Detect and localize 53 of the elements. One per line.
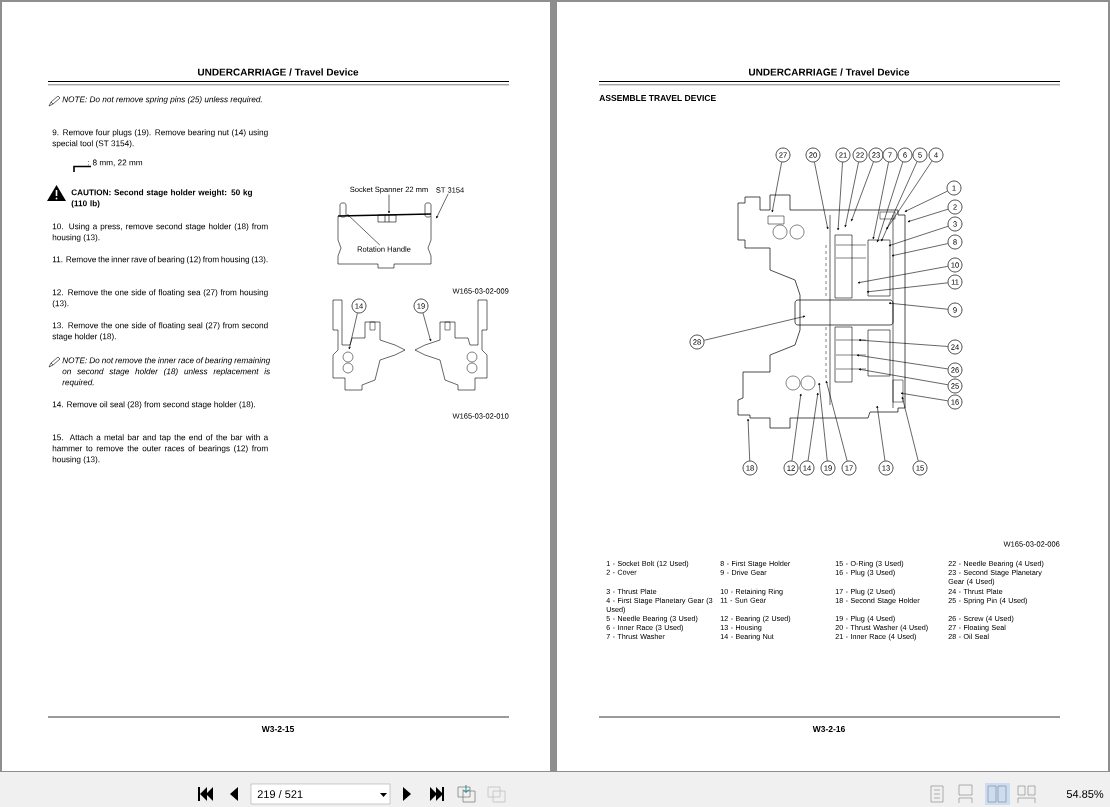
zoom-level: 54.85% (1066, 790, 1104, 798)
leader-line (904, 190, 948, 212)
holder-section-drawing (332, 299, 488, 391)
leader-line (851, 161, 874, 222)
leader-line (891, 243, 949, 257)
leader-line (814, 161, 829, 230)
leader-line (858, 368, 949, 386)
page-number: W3-2-15 (261, 726, 295, 732)
step-text: 15. Attach a metal bar and tap the end of the bar with a hammer to remove the outer races of bearings (12) from housing (13). (52, 434, 269, 464)
step-text: 10. Using a press, remove second stage holder (18) from housing (13). (52, 223, 268, 242)
size-text: : 8 mm, 22 mm (87, 159, 143, 167)
leader-line (436, 193, 449, 219)
note-text: NOTE: Do not remove the inner race of bearing remaining on second stage holder (18) unless replacement is required. (62, 357, 271, 387)
leader-line (422, 312, 432, 342)
leader-line (747, 418, 750, 461)
leader-line (825, 380, 848, 462)
leader-line (837, 162, 843, 231)
leader-line (844, 161, 859, 228)
page-heading: UNDERCARRIAGE / Travel Device (749, 68, 910, 76)
leader-line (881, 161, 918, 242)
leader-line (872, 161, 889, 240)
leader-line (703, 315, 806, 341)
section-heading: ASSEMBLE TRAVEL DEVICE (599, 95, 716, 101)
leader-line (856, 354, 949, 370)
leader-line (791, 393, 802, 462)
leader-line (888, 226, 949, 246)
leader-line (877, 161, 904, 243)
leader-line (858, 339, 948, 347)
travel-device-drawing (737, 194, 906, 429)
step-text: 14. Remove oil seal (28) from second stage holder (18). (52, 401, 255, 409)
leader-line (901, 396, 919, 462)
leader-line (886, 160, 933, 230)
step-text: 13. Remove the one side of floating seal (27) from second stage holder (18). (52, 322, 268, 341)
step-text: 11. Remove the inner rave of bearing (12) from housing (13). (52, 256, 268, 264)
leader-line (866, 282, 948, 293)
page-heading: UNDERCARRIAGE / Travel Device (198, 68, 359, 76)
leader-line (857, 266, 949, 284)
leader-line (347, 214, 381, 246)
spanner-tool-drawing (337, 202, 432, 269)
leader-line (771, 161, 782, 213)
page-number-field: 219 / 521 (250, 783, 391, 805)
leader-line (900, 392, 949, 402)
leader-line (807, 392, 819, 462)
leader-line (888, 302, 948, 310)
leader-line (818, 382, 828, 461)
step-text: 9. Remove four plugs (19). Remove bearing nut (14) using special tool (ST 3154). (52, 129, 268, 148)
note-text: NOTE: Do not remove spring pins (25) unless required. (62, 96, 262, 104)
leader-line (388, 194, 390, 214)
step-text: 12. Remove the one side of floating sea (27) from housing (13). (52, 289, 268, 308)
page-number: W3-2-16 (812, 726, 845, 732)
caution-text: CAUTION: Second stage holder weight: 50 kg (110 lb) (71, 189, 252, 208)
leader-line (876, 405, 886, 462)
leader-line (907, 208, 949, 223)
